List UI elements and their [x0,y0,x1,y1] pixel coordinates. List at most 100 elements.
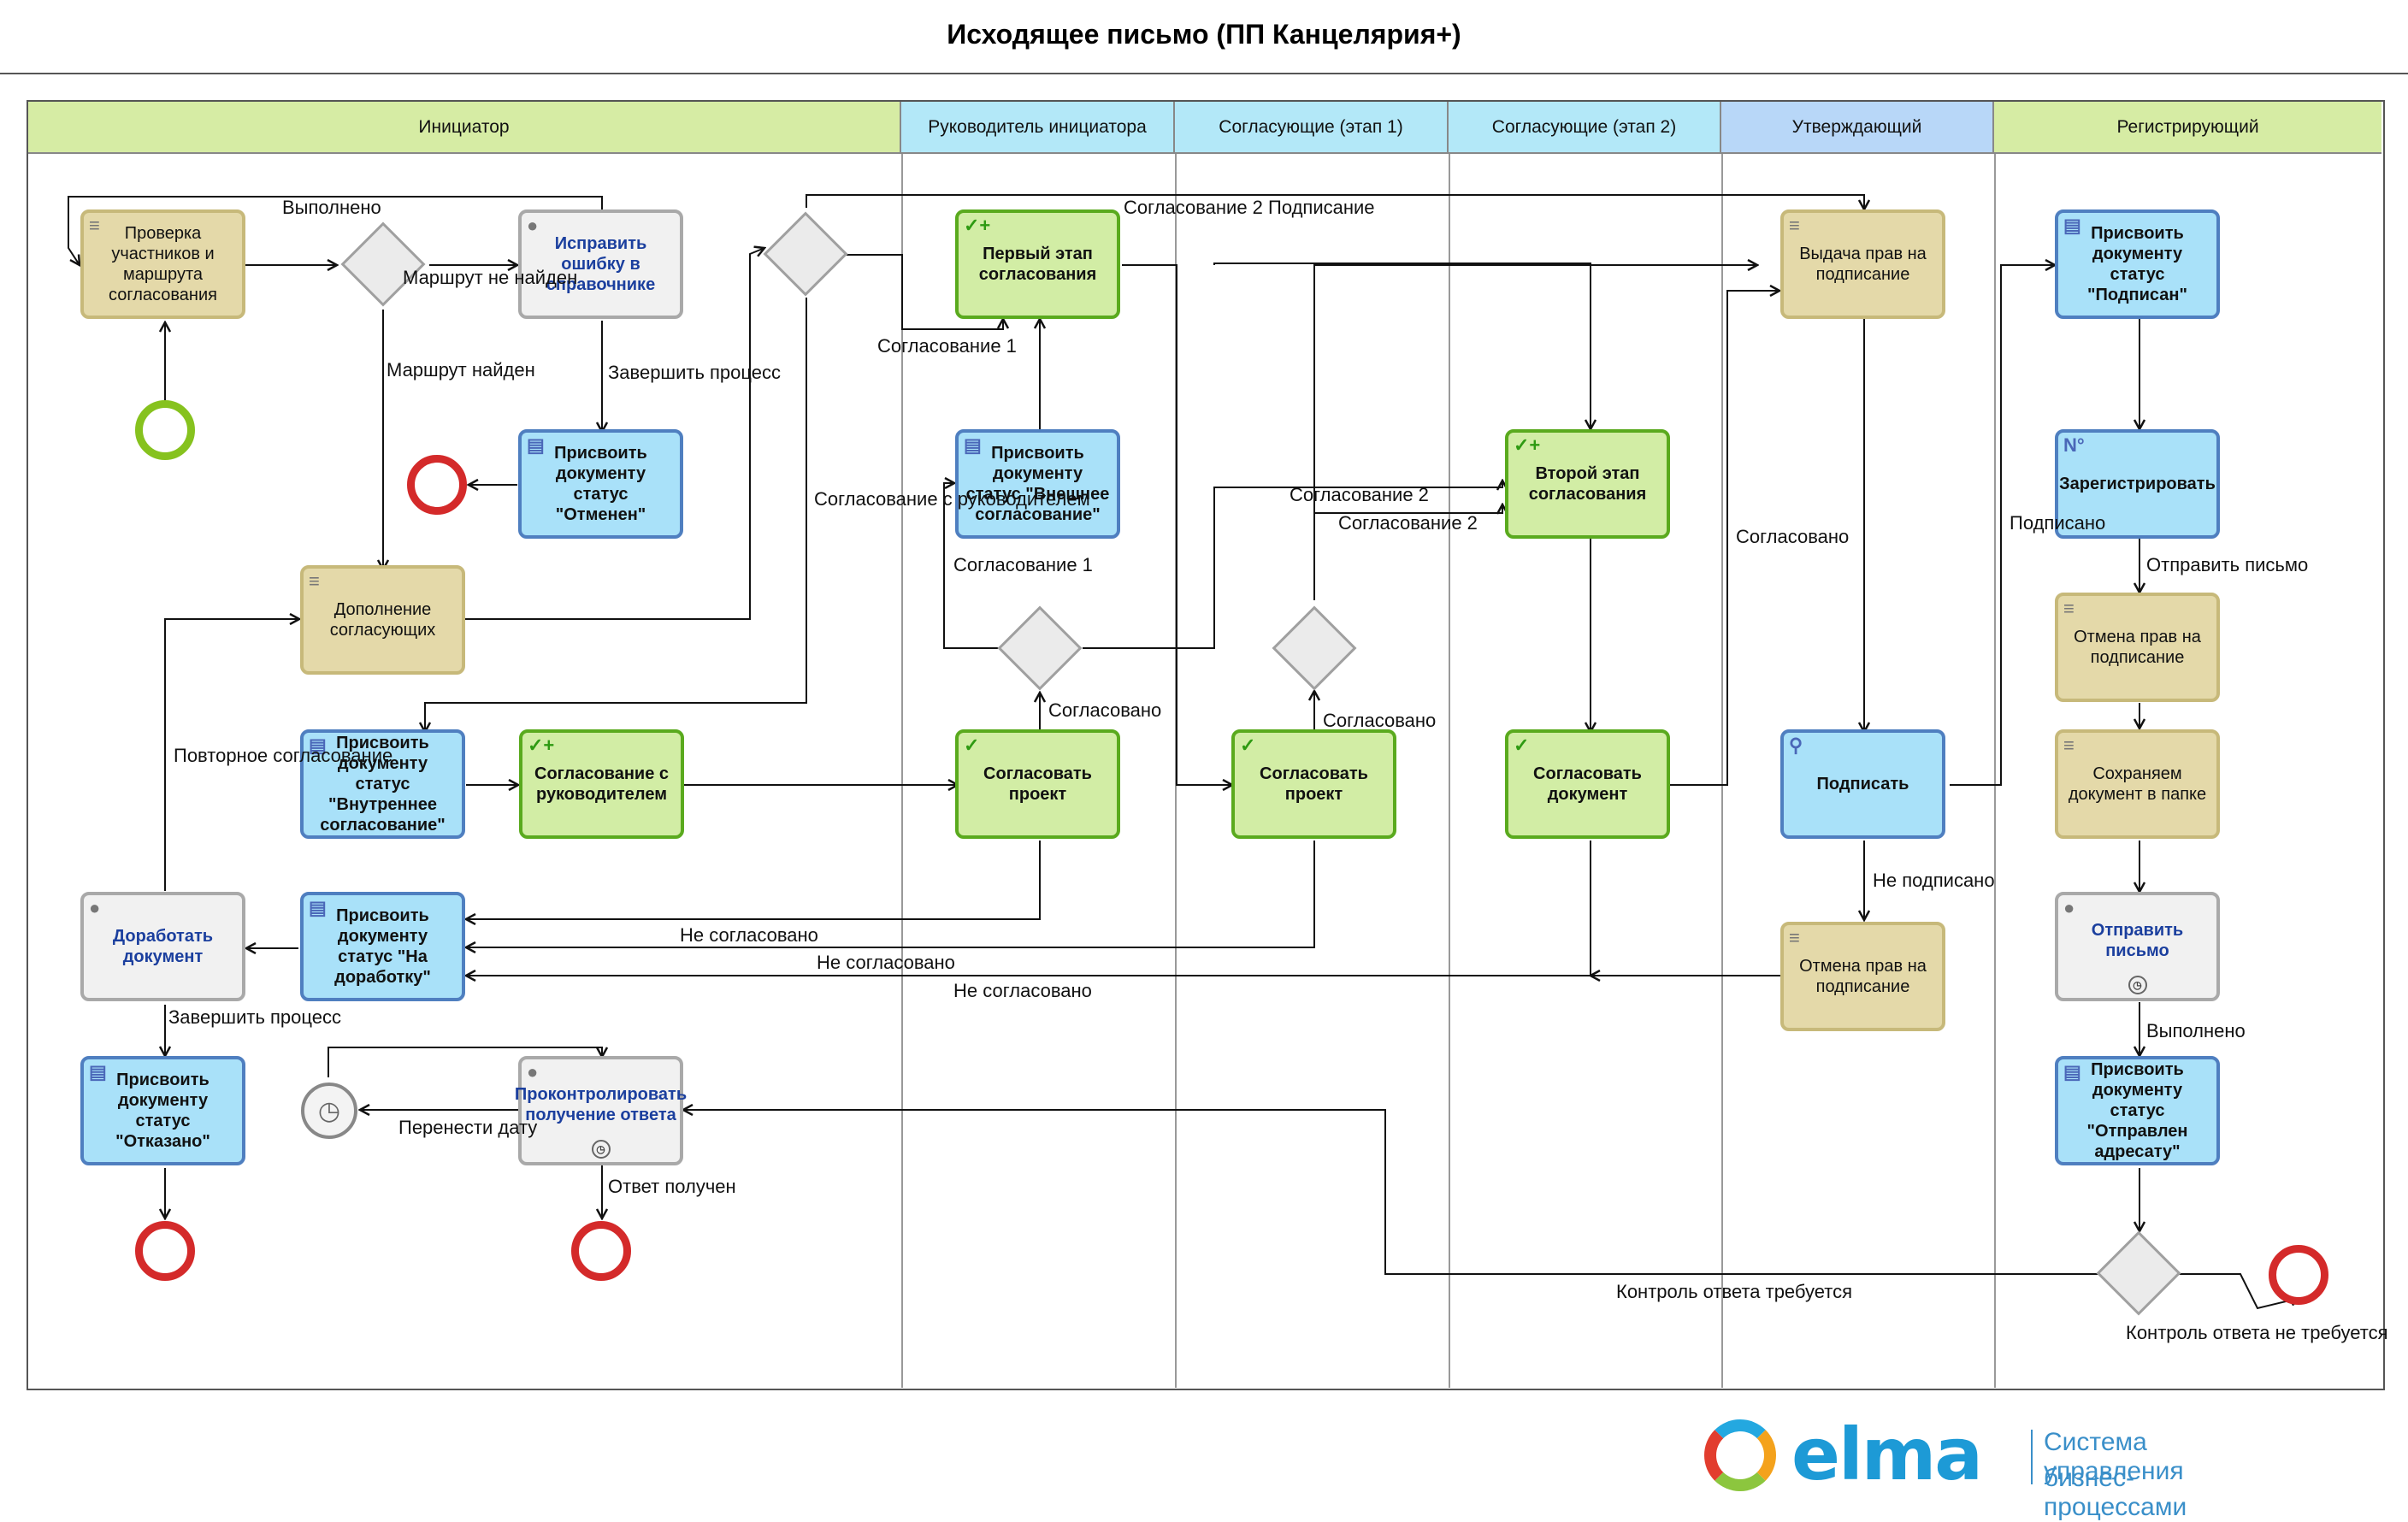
lane-manager: Руководитель инициатора [901,102,1175,154]
flow-label: Перенести дату [398,1117,538,1138]
task-control-answer[interactable]: ● Проконтролировать получение ответа ◷ [515,1056,687,1165]
lane-approver: Утверждающий [1721,102,1994,154]
flow-label: Согласование 2 [1338,512,1478,534]
flow-label: Не согласовано [817,952,955,973]
flow-label: Согласование 1 [877,335,1017,357]
task-status-cancelled[interactable]: ▤ Присвоить документу статус "Отменен" [518,429,683,539]
key-icon: ⚲ [1789,734,1803,756]
service-icon: ▤ [309,897,327,918]
flow-approve-doc-to-grant [1644,291,1779,786]
script-icon: ≡ [2063,734,2075,756]
task-add-approvers[interactable]: ≡ Дополнение согласующих [300,565,465,675]
task-rework-document[interactable]: ● Доработать документ [80,892,245,1001]
script-icon: ≡ [1789,215,1800,236]
flow-gw3-to-external [943,483,1003,649]
task-status-rework[interactable]: ▤ Присвоить документу статус "На доработ… [300,892,465,1001]
flow-label: Повторное согласование [174,745,393,766]
flow-label: Не подписано [1873,870,1995,891]
flow-approve2-to-rework-status [466,841,1315,947]
flow-approve1-to-rework-status [466,841,1041,919]
flow-add-to-gw2 [465,248,764,620]
lane-divider [901,154,903,1388]
task-approve-project-stage1[interactable]: ✓ Согласовать проект [1231,729,1396,839]
flow-label: Маршрут не найден [403,267,578,288]
task-status-internal[interactable]: ▤ Присвоить документу статус "Внутреннее… [300,729,465,839]
flow-label: Согласование 2 Подписание [1124,197,1375,218]
task-status-sent[interactable]: ▤ Присвоить документу статус "Отправлен … [2055,1056,2220,1165]
user-icon: ● [527,215,539,236]
logo-icon [1704,1419,1776,1491]
flow-fix-to-check [68,196,603,265]
flow-label: Маршрут найден [387,359,535,380]
end-event-cancelled [407,455,467,515]
flow-label: Контроль ответа не требуется [2126,1322,2388,1343]
service-icon: ▤ [89,1061,107,1083]
flow-gw4-up-to-rights [1313,265,1757,600]
flow-label: Завершить процесс [608,362,781,383]
task-grant-rights[interactable]: ≡ Выдача прав на подписание [1780,209,1945,319]
task-sign[interactable]: ⚲ Подписать [1780,729,1945,839]
task-revoke-rights-approver[interactable]: ≡ Отмена прав на подписание [1780,922,1945,1031]
logo-tagline-2: бизнес-процессами [2044,1464,2187,1521]
user-icon: ● [527,1061,539,1083]
task-stage1[interactable]: ✓+ Первый этап согласования [955,209,1120,319]
diagram-title: Исходящее письмо (ПП Канцелярия+) [947,19,1461,50]
service-icon: ▤ [2063,215,2081,236]
flow-label: Согласование 1 [953,554,1093,575]
lane-approvers-stage1: Согласующие (этап 1) [1175,102,1449,154]
flow-label: Подписано [2010,512,2106,534]
user-icon: ● [2063,897,2075,918]
timer-icon: ◷ [2128,976,2147,994]
task-status-signed[interactable]: ▤ Присвоить документу статус "Подписан" [2055,209,2220,319]
end-event-rejected [135,1221,195,1281]
timer-icon: ◷ [317,1096,341,1125]
lane-approvers-stage2: Согласующие (этап 2) [1449,102,1721,154]
flow-label: Ответ получен [608,1176,736,1197]
task-revoke-rights-registrar[interactable]: ≡ Отмена прав на подписание [2055,593,2220,702]
flow-label: Согласовано [1323,710,1437,731]
task-approve-document[interactable]: ✓ Согласовать документ [1505,729,1670,839]
task-stage2[interactable]: ✓+ Второй этап согласования [1505,429,1670,539]
task-register[interactable]: N° Зарегистрировать [2055,429,2220,539]
flow-gw2-to-stage1 [847,254,1003,330]
task-check-route[interactable]: ≡ Проверка участников и маршрута согласо… [80,209,245,319]
approve-icon: ✓ [1240,734,1256,756]
flow-label: Согласование 2 [1290,484,1429,505]
task-status-external[interactable]: ▤ Присвоить документу статус "Внешнее со… [955,429,1120,539]
elma-logo: elma Система управления бизнес-процессам… [1697,1411,2210,1521]
flow-label: Не согласовано [953,980,1092,1001]
flow-stage1-to-approve2 [1122,264,1232,785]
task-save-in-folder[interactable]: ≡ Сохраняем документ в папке [2055,729,2220,839]
lane-initiator: Инициатор [28,102,901,154]
timer-icon: ◷ [591,1140,611,1159]
flow-gw3-to-stage2 [1083,481,1502,649]
end-event-answer [571,1221,631,1281]
logo-divider [2031,1430,2033,1484]
script-icon: ≡ [2063,598,2075,619]
task-agree-with-manager[interactable]: ✓+ Согласование с руководителем [519,729,684,839]
approve-icon: ✓+ [1514,434,1541,456]
script-icon: ≡ [89,215,100,236]
user-icon: ● [89,897,101,918]
flow-label: Согласовано [1736,526,1850,547]
flow-label: Согласование с руководителем [814,488,1090,510]
service-icon: ▤ [2063,1061,2081,1083]
timer-event: ◷ [301,1083,357,1139]
lane-registrar: Регистрирующий [1994,102,2381,154]
flow-gw2-to-internal [425,298,807,732]
task-fix-error[interactable]: ● Исправить ошибку в справочнике [518,209,683,319]
script-icon: ≡ [309,570,320,592]
approve-icon: ✓ [964,734,980,756]
flow-sign-to-signed-status [1950,265,2055,786]
flow-stage1-to-stage2 [1213,263,1591,429]
task-approve-project-manager[interactable]: ✓ Согласовать проект [955,729,1120,839]
logo-tagline-1: Система управления [2044,1428,2184,1485]
flow-label: Отправить письмо [2146,554,2309,575]
task-send-letter[interactable]: ● Отправить письмо ◷ [2055,892,2220,1001]
task-status-rejected[interactable]: ▤ Присвоить документу статус "Отказано" [80,1056,245,1165]
script-icon: ≡ [1789,927,1800,948]
flow-rework-to-add [164,619,299,891]
flow-label: Завершить процесс [168,1006,341,1028]
service-icon: ▤ [309,734,327,756]
